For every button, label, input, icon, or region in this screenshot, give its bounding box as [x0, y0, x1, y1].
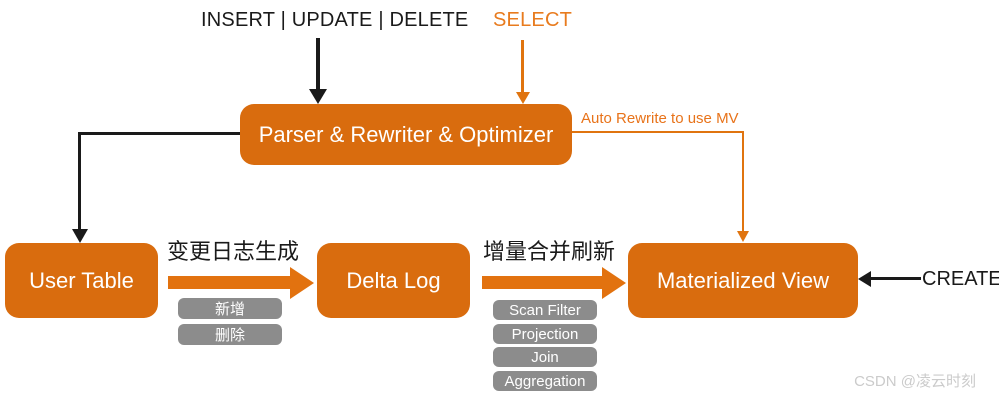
parser-box-label: Parser & Rewriter & Optimizer: [258, 121, 554, 147]
watermark: CSDN @凌云时刻: [854, 373, 976, 390]
tag-join: Join: [493, 347, 597, 367]
dml-arrow-line: [316, 38, 320, 91]
select-statement-label: SELECT: [493, 9, 573, 31]
tag-scan-filter: Scan Filter: [493, 300, 597, 320]
mv-arrow-down-icon: [737, 231, 749, 242]
select-arrow-down-icon: [516, 92, 530, 104]
changelog-flow-title: 变更日志生成: [167, 239, 300, 264]
auto-rewrite-hline: [572, 131, 744, 133]
user-table-label: User Table: [29, 267, 134, 293]
tag-aggregation: Aggregation: [493, 371, 597, 391]
usertable-arrow-down-icon: [72, 229, 88, 243]
create-label: CREATE: [922, 268, 999, 290]
user-table-box: User Table: [5, 243, 158, 318]
create-arrow-left-icon: [858, 271, 871, 287]
dml-arrow-down-icon: [309, 89, 327, 104]
parser-to-usertable-hline: [78, 132, 240, 135]
delta-log-box: Delta Log: [317, 243, 470, 318]
materialized-view-label: Materialized View: [656, 267, 829, 293]
tag-insert: 新增: [178, 298, 282, 319]
materialized-view-box: Materialized View: [628, 243, 858, 318]
dml-statements-label: INSERT | UPDATE | DELETE: [201, 9, 469, 31]
incremental-refresh-flow-title: 增量合并刷新: [483, 239, 616, 264]
changelog-arrow-right-icon: [290, 267, 314, 299]
refresh-arrow-right-icon: [602, 267, 626, 299]
parser-rewriter-optimizer-box: Parser & Rewriter & Optimizer: [240, 104, 572, 165]
create-arrow-line: [869, 277, 921, 280]
tag-projection: Projection: [493, 324, 597, 344]
auto-rewrite-label: Auto Rewrite to use MV: [581, 110, 739, 127]
refresh-arrow-shaft: [482, 276, 602, 289]
auto-rewrite-vline: [742, 131, 744, 231]
parser-to-usertable-vline: [78, 132, 81, 229]
changelog-arrow-shaft: [168, 276, 290, 289]
delta-log-label: Delta Log: [346, 267, 441, 293]
select-arrow-line: [521, 40, 524, 93]
tag-delete: 删除: [178, 324, 282, 345]
